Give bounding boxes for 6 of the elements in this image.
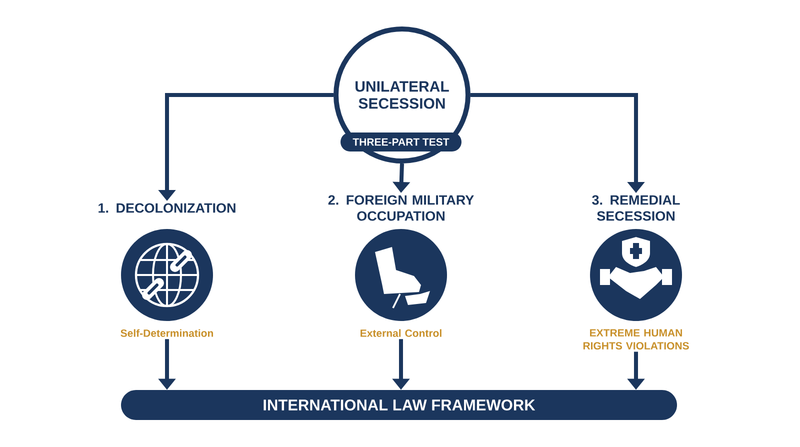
criterion-heading: 2. FOREIGN MILITARY OCCUPATION xyxy=(328,195,474,221)
criterion-heading: 3. REMEDIAL SECESSION xyxy=(592,195,680,221)
criterion-note: EXTREME HUMAN RIGHTS VIOLATIONS xyxy=(583,329,689,350)
criterion-heading: 1. DECOLONIZATION xyxy=(98,203,236,213)
criterion-note: External Control xyxy=(360,329,442,337)
criterion-note: Self-Determination xyxy=(120,329,214,337)
